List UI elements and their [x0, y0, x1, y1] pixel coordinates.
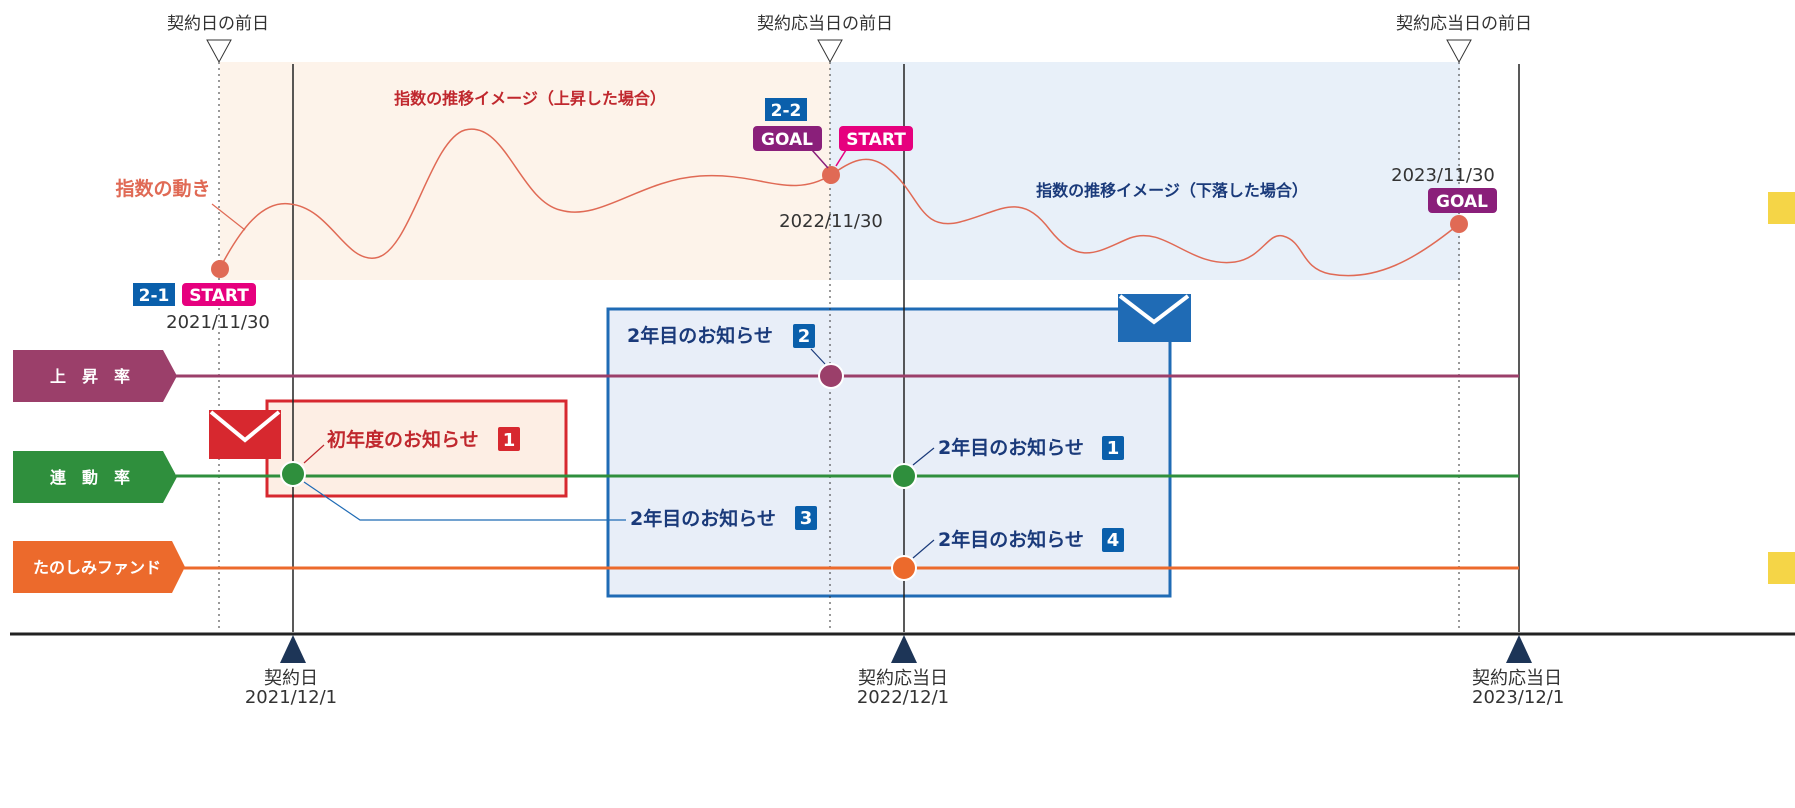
- badge-2-2-text: 2-2: [771, 101, 802, 121]
- goal-tag-3: [1428, 188, 1497, 213]
- rise-band-label: 指数の推移イメージ（上昇した場合）: [394, 89, 666, 108]
- bottom-marker-date-3: 2023/12/1: [1472, 687, 1564, 708]
- date-2023-11-30: 2023/11/30: [1391, 165, 1495, 186]
- fall-band-label: 指数の推移イメージ（下落した場合）: [1036, 181, 1308, 200]
- date-2021-11-30: 2021/11/30: [166, 312, 270, 333]
- top-marker-label-2: 契約応当日の前日: [757, 14, 893, 34]
- second-notice-4-num: 4: [1107, 530, 1120, 551]
- envelope-icon: [209, 410, 281, 459]
- start-tag-1-text: START: [189, 286, 249, 306]
- second-notice-2-num: 2: [798, 326, 811, 347]
- second-notice-2-badge: [793, 324, 815, 348]
- linkage-point-1: [280, 461, 306, 487]
- fund-point: [891, 555, 917, 581]
- index-point-mid: [822, 166, 840, 184]
- second-notice-4-leader: [912, 539, 935, 559]
- top-marker-label-3: 契約応当日の前日: [1396, 14, 1532, 34]
- second-notice-3-text: 2年目のお知らせ: [630, 507, 776, 530]
- fall-band: [830, 62, 1460, 280]
- top-triangle-1: [206, 39, 232, 64]
- top-triangle-3: [1446, 39, 1472, 64]
- index-label-leader: [211, 203, 246, 231]
- linkage-point-2: [891, 463, 917, 489]
- second-notice-2-leader: [810, 348, 826, 365]
- top-triangle-2: [817, 39, 843, 64]
- start-tag-2-text: START: [846, 130, 906, 150]
- first-year-notice-text: 初年度のお知らせ: [327, 428, 479, 451]
- second-notice-4-text: 2年目のお知らせ: [938, 528, 1084, 551]
- bottom-marker-label-3: 契約応当日: [1472, 668, 1562, 689]
- start-tag-1: [182, 283, 256, 306]
- second-notice-2-text: 2年目のお知らせ: [627, 324, 773, 347]
- rise-rate-tag: [13, 350, 177, 402]
- index-curve: [219, 128, 1460, 277]
- bottom-triangle-3: [1506, 635, 1532, 663]
- second-notice-1-badge: [1102, 436, 1124, 460]
- second-notice-3-num: 3: [800, 508, 813, 529]
- second-notice-4-badge: [1102, 528, 1124, 552]
- second-year-notice-box: [606, 307, 1172, 598]
- fund-label: たのしみファンド: [33, 558, 161, 577]
- edge-marker-2: [1768, 552, 1795, 584]
- second-notice-1-text: 2年目のお知らせ: [938, 436, 1084, 459]
- index-point-end: [1450, 215, 1468, 233]
- top-marker-label-1: 契約日の前日: [167, 14, 269, 34]
- envelope-icon: [1118, 294, 1191, 342]
- badge-2-1-text: 2-1: [139, 286, 170, 306]
- goal-leader-2: [811, 149, 829, 169]
- second-notice-1-num: 1: [1107, 438, 1120, 459]
- goal-tag-2-text: GOAL: [761, 130, 813, 150]
- first-year-num-badge: [498, 427, 520, 451]
- bottom-triangle-1: [280, 635, 306, 663]
- index-movement-label: 指数の動き: [115, 177, 210, 200]
- rise-rate-point: [818, 363, 844, 389]
- bottom-marker-date-1: 2021/12/1: [245, 687, 337, 708]
- linkage-rate-label: 連 動 率: [50, 468, 130, 487]
- rise-band: [220, 62, 830, 280]
- rise-rate-label: 上 昇 率: [50, 367, 130, 386]
- edge-marker-1: [1768, 192, 1795, 224]
- start-leader-2: [835, 149, 847, 167]
- index-point-start: [211, 260, 229, 278]
- first-year-leader: [303, 444, 325, 464]
- second-notice-3-leader: [303, 481, 626, 521]
- badge-2-1: [133, 283, 175, 306]
- bottom-marker-label-1: 契約日: [264, 668, 318, 689]
- start-tag-2: [839, 126, 913, 151]
- date-2022-11-30: 2022/11/30: [779, 211, 883, 232]
- bottom-triangle-2: [891, 635, 917, 663]
- goal-tag-3-text: GOAL: [1436, 192, 1488, 212]
- fund-tag: [13, 541, 185, 593]
- goal-tag-2: [753, 126, 822, 151]
- bottom-marker-label-2: 契約応当日: [858, 668, 948, 689]
- bottom-marker-date-2: 2022/12/1: [857, 687, 949, 708]
- second-notice-1-leader: [912, 447, 935, 466]
- badge-2-2: [765, 98, 807, 121]
- linkage-rate-tag: [13, 451, 177, 503]
- first-year-num: 1: [503, 430, 516, 451]
- second-notice-3-badge: [795, 506, 817, 530]
